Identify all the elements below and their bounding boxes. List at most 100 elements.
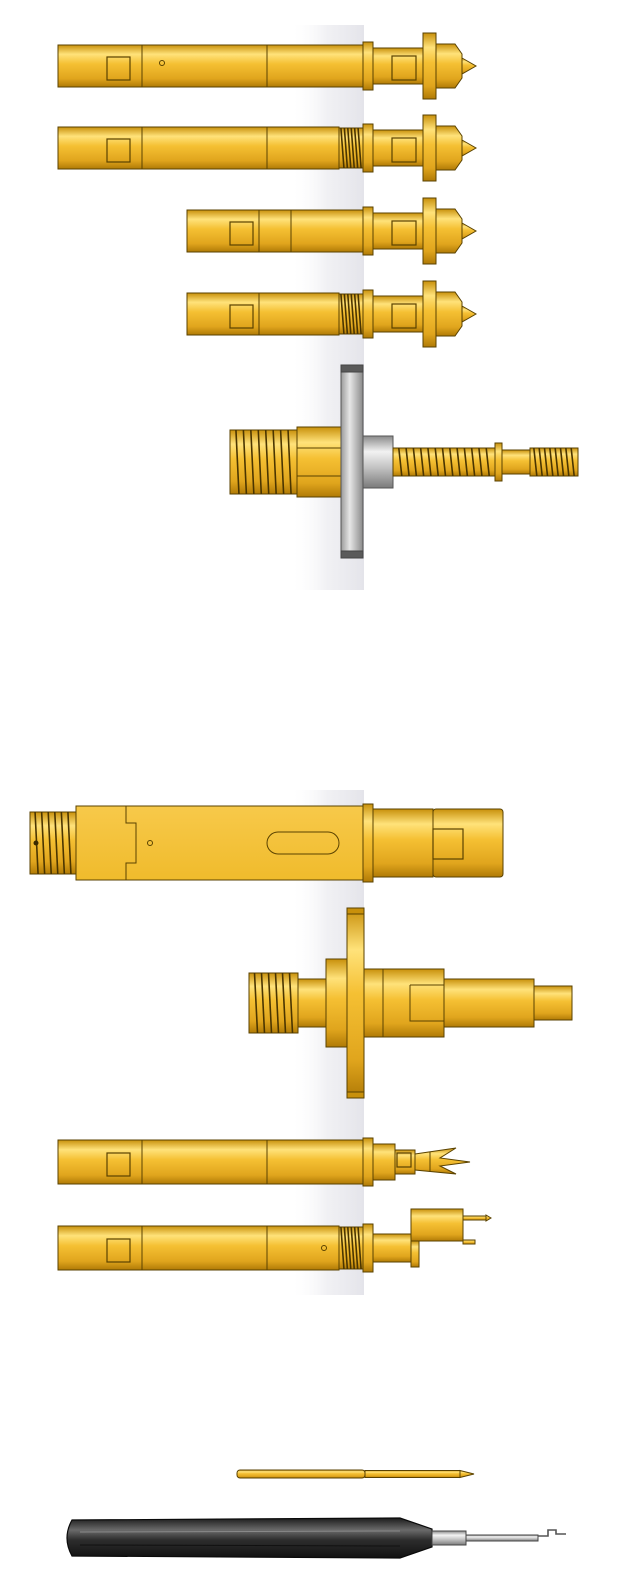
step-edge [125, 806, 137, 880]
flat-mark [391, 220, 417, 246]
crown-body [435, 125, 463, 171]
collar [494, 442, 503, 482]
neck [372, 47, 424, 85]
bracket-leg [410, 1240, 420, 1268]
thread-line [60, 811, 66, 875]
pin-shaft [364, 1470, 461, 1478]
pointed-tip [461, 305, 478, 323]
neck [372, 1233, 412, 1263]
thread-line [346, 293, 352, 335]
dot-mark [33, 840, 39, 846]
thread-line [274, 972, 280, 1034]
thread-line [346, 1226, 352, 1270]
segment [57, 126, 143, 170]
segment [57, 44, 143, 88]
body [363, 968, 445, 1038]
thread-line [343, 1226, 349, 1270]
connector-body-large [29, 803, 504, 883]
probe-long-threaded [57, 114, 478, 182]
thread-line [549, 447, 554, 477]
tip-cylinder [533, 985, 573, 1021]
segment [266, 1225, 340, 1271]
thread-line [463, 447, 469, 477]
thread-line [427, 447, 432, 477]
bracket-pin [462, 1239, 476, 1245]
vent-hole [159, 60, 165, 66]
collar [362, 289, 374, 339]
extraction-tool [66, 1517, 566, 1559]
segment [186, 292, 260, 336]
collar [362, 123, 374, 173]
tool-ferrule [431, 1530, 467, 1546]
thread-line [267, 972, 273, 1034]
thread-line [250, 429, 255, 495]
segment [57, 1139, 143, 1185]
flat-mark [229, 304, 254, 329]
collar [362, 1137, 374, 1187]
shaft [443, 978, 535, 1028]
flat-mark [391, 137, 417, 163]
collar [362, 1223, 374, 1273]
thread-line [441, 447, 447, 477]
pointed-tip [461, 139, 478, 157]
probe-short-plain [186, 197, 478, 265]
thread-line [478, 447, 483, 477]
bracket-pin [462, 1215, 487, 1221]
segment [266, 1139, 364, 1185]
crown-flange [422, 32, 437, 100]
thread-line [350, 127, 356, 169]
tool-shaft [465, 1534, 539, 1542]
thread-line [242, 429, 248, 495]
probe-long-plain [57, 32, 478, 100]
segment [141, 1139, 268, 1185]
thread-line [456, 447, 461, 477]
thread-line [67, 811, 72, 875]
thread-section [229, 429, 298, 495]
crown-body [435, 208, 463, 254]
segment [266, 44, 364, 88]
collar [362, 206, 374, 256]
steel-spacer [362, 435, 394, 489]
thread-section [392, 447, 496, 477]
thread-section [529, 447, 579, 477]
thread-line [343, 293, 349, 335]
flange-edge [340, 364, 364, 373]
thread-line [554, 447, 559, 477]
gold-flange [346, 907, 365, 1099]
flat-mark [229, 221, 254, 246]
contact-pin [236, 1469, 475, 1479]
thread-line [357, 1226, 362, 1270]
flat-mark [396, 1152, 412, 1168]
segment [186, 209, 260, 253]
crown-body [435, 291, 463, 337]
neck [372, 295, 424, 333]
flange-connector-gold [248, 907, 573, 1099]
sleeve [372, 808, 434, 878]
flat-mark [432, 828, 464, 860]
pin-tip [459, 1469, 475, 1479]
crown-flange [422, 280, 437, 348]
flange-connector-steel [229, 364, 579, 559]
vent-hole [321, 1245, 327, 1251]
pointed-tip [461, 222, 478, 240]
thread-line [434, 447, 440, 477]
thread-line [281, 972, 287, 1034]
steel-flange [340, 364, 364, 559]
probe-long-crown-tip [57, 1137, 471, 1187]
slot [266, 831, 340, 855]
thread-line [288, 972, 294, 1034]
collar [362, 41, 374, 91]
flat-mark [391, 303, 417, 329]
handle-facet [79, 1530, 401, 1533]
crown-body [435, 43, 463, 89]
thread-line [419, 447, 425, 477]
thread-line [346, 127, 352, 169]
thread-line [53, 811, 59, 875]
tool-handle [66, 1517, 433, 1559]
thread-line [340, 127, 345, 169]
segment [258, 209, 292, 253]
thread-line [405, 447, 410, 477]
segment [141, 44, 268, 88]
thread-line [260, 972, 266, 1034]
